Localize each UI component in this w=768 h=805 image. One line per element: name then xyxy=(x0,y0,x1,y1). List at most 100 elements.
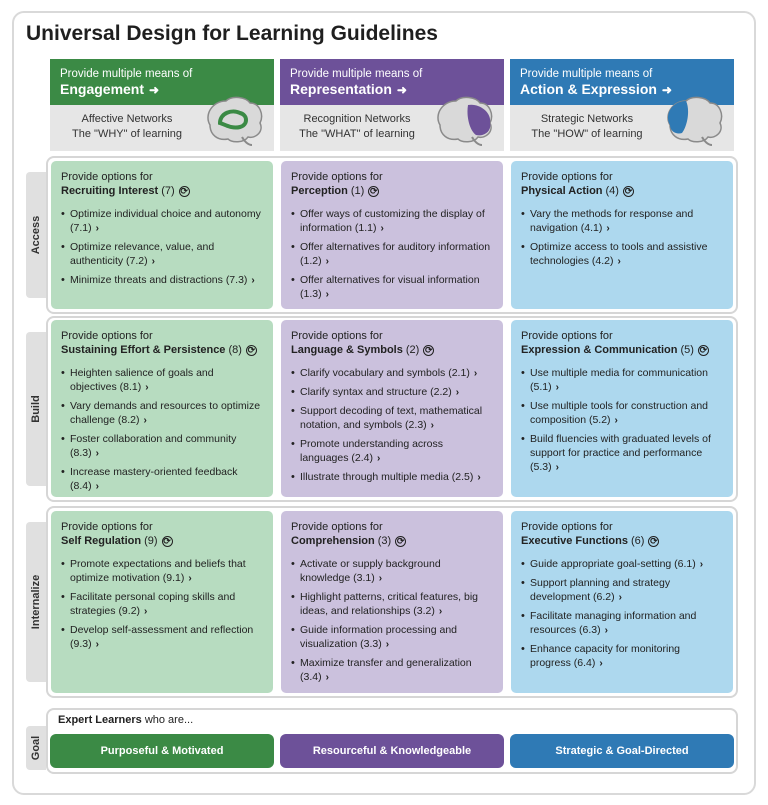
guideline-number: (2) xyxy=(405,344,420,356)
header-provide-text: Provide multiple means of xyxy=(520,68,653,80)
provide-options-text: Provide options for xyxy=(291,330,383,342)
provide-options-text: Provide options for xyxy=(61,521,153,533)
checkpoint-item[interactable]: Guide appropriate goal-setting (6.1)› xyxy=(521,557,723,572)
arrow-right-icon: ➜ xyxy=(149,83,160,97)
guideline-perception[interactable]: Provide options for Perception(1)⟳ Offer… xyxy=(281,161,503,309)
chevron-right-icon: › xyxy=(251,275,255,286)
checkpoint-item[interactable]: Offer alternatives for visual informatio… xyxy=(291,273,493,302)
chevron-right-icon: › xyxy=(430,420,434,431)
network-question: The "HOW" of learning xyxy=(531,128,643,140)
row-label-build: Build xyxy=(26,332,46,486)
goal-resourceful-knowledgeable[interactable]: Resourceful & Knowledgeable xyxy=(280,734,504,768)
checkpoint-item[interactable]: Activate or supply background knowledge … xyxy=(291,557,493,586)
checkpoint-item[interactable]: Offer alternatives for auditory informat… xyxy=(291,240,493,269)
guideline-self-regulation[interactable]: Provide options for Self Regulation(9)⟳ … xyxy=(51,511,273,693)
guideline-title: Sustaining Effort & Persistence xyxy=(61,344,226,356)
checkpoint-item[interactable]: Foster collaboration and community (8.3)… xyxy=(61,432,263,461)
header-name: Representation xyxy=(290,81,392,97)
header-name: Engagement xyxy=(60,81,145,97)
checkpoint-item[interactable]: Guide information processing and visuali… xyxy=(291,623,493,652)
guideline-number: (7) xyxy=(161,185,175,197)
checkpoint-item[interactable]: Vary the methods for response and naviga… xyxy=(521,207,723,236)
guideline-title: Expression & Communication xyxy=(521,344,678,356)
checkpoint-item[interactable]: Clarify syntax and structure (2.2)› xyxy=(291,385,493,400)
checkpoint-item[interactable]: Highlight patterns, critical features, b… xyxy=(291,590,493,619)
checkpoint-item[interactable]: Use multiple media for communication (5.… xyxy=(521,366,723,395)
chevron-right-icon: › xyxy=(143,415,147,426)
rotate-arrow-icon: ⟳ xyxy=(161,536,173,547)
guideline-number: (3) xyxy=(377,535,392,547)
guideline-executive-functions[interactable]: Provide options for Executive Functions(… xyxy=(511,511,733,693)
guideline-number: (4) xyxy=(605,185,619,197)
network-name: Affective Networks xyxy=(81,113,173,125)
guideline-title: Comprehension xyxy=(291,535,375,547)
checkpoint-item[interactable]: Minimize threats and distractions (7.3)› xyxy=(61,273,263,288)
chevron-right-icon: › xyxy=(473,368,478,379)
page-title: Universal Design for Learning Guidelines xyxy=(26,22,438,45)
chevron-right-icon: › xyxy=(618,592,622,603)
checkpoint-item[interactable]: Build fluencies with graduated levels of… xyxy=(521,432,723,475)
chevron-right-icon: › xyxy=(385,639,390,650)
checkpoint-item[interactable]: Increase mastery-oriented feedback (8.4)… xyxy=(61,465,263,494)
chevron-right-icon: › xyxy=(555,382,559,393)
checkpoint-item[interactable]: Optimize access to tools and assistive t… xyxy=(521,240,723,269)
checkpoint-item[interactable]: Support decoding of text, mathematical n… xyxy=(291,404,493,433)
checkpoint-item[interactable]: Optimize individual choice and autonomy … xyxy=(61,207,263,236)
checkpoint-item[interactable]: Illustrate through multiple media (2.5)› xyxy=(291,470,493,485)
checkpoint-item[interactable]: Enhance capacity for monitoring progress… xyxy=(521,642,723,671)
column-header-action-expression[interactable]: Provide multiple means of Action & Expre… xyxy=(510,59,734,151)
rotate-arrow-icon: ⟳ xyxy=(423,345,435,356)
guideline-sustaining-effort[interactable]: Provide options for Sustaining Effort & … xyxy=(51,320,273,497)
checkpoint-item[interactable]: Clarify vocabulary and symbols (2.1)› xyxy=(291,366,493,381)
checkpoint-item[interactable]: Facilitate personal coping skills and st… xyxy=(61,590,263,619)
chevron-right-icon: › xyxy=(144,606,148,617)
guideline-number: (6) xyxy=(630,535,645,547)
checkpoint-item[interactable]: Promote understanding across languages (… xyxy=(291,437,493,466)
guideline-number: (9) xyxy=(144,535,158,547)
chevron-right-icon: › xyxy=(188,573,192,584)
chevron-right-icon: › xyxy=(606,223,610,234)
rotate-arrow-icon: ⟳ xyxy=(368,186,380,197)
rotate-arrow-icon: ⟳ xyxy=(178,186,190,197)
checkpoint-item[interactable]: Promote expectations and beliefs that op… xyxy=(61,557,263,586)
guideline-recruiting-interest[interactable]: Provide options for Recruiting Interest(… xyxy=(51,161,273,309)
checkpoint-item[interactable]: Optimize relevance, value, and authentic… xyxy=(61,240,263,269)
chevron-right-icon: › xyxy=(699,559,704,570)
guideline-number: (1) xyxy=(350,185,365,197)
network-name: Strategic Networks xyxy=(540,113,634,125)
chevron-right-icon: › xyxy=(614,415,618,426)
chevron-right-icon: › xyxy=(455,387,460,398)
checkpoint-item[interactable]: Develop self-assessment and reflection (… xyxy=(61,623,263,652)
guideline-title: Self Regulation xyxy=(61,535,142,547)
checkpoint-item[interactable]: Heighten salience of goals and objective… xyxy=(61,366,263,395)
provide-options-text: Provide options for xyxy=(521,171,613,183)
guideline-expression-communication[interactable]: Provide options for Expression & Communi… xyxy=(511,320,733,497)
goal-strategic-goal-directed[interactable]: Strategic & Goal-Directed xyxy=(510,734,734,768)
column-header-representation[interactable]: Provide multiple means of Representation… xyxy=(280,59,504,151)
provide-options-text: Provide options for xyxy=(521,521,613,533)
guideline-language-symbols[interactable]: Provide options for Language & Symbols(2… xyxy=(281,320,503,497)
provide-options-text: Provide options for xyxy=(291,521,383,533)
goal-frame xyxy=(46,708,738,774)
guideline-title: Perception xyxy=(291,185,348,197)
guideline-comprehension[interactable]: Provide options for Comprehension(3)⟳ Ac… xyxy=(281,511,503,693)
goal-purposeful-motivated[interactable]: Purposeful & Motivated xyxy=(50,734,274,768)
guideline-physical-action[interactable]: Provide options for Physical Action(4)⟳ … xyxy=(511,161,733,309)
chevron-right-icon: › xyxy=(604,625,608,636)
brain-strategic-icon xyxy=(667,96,723,146)
row-label-internalize: Internalize xyxy=(26,522,46,682)
checkpoint-item[interactable]: Offer ways of customizing the display of… xyxy=(291,207,493,236)
chevron-right-icon: › xyxy=(599,658,603,669)
checkpoint-item[interactable]: Facilitate managing information and reso… xyxy=(521,609,723,638)
provide-options-text: Provide options for xyxy=(291,171,383,183)
checkpoint-item[interactable]: Maximize transfer and generalization (3.… xyxy=(291,656,493,685)
guideline-number: (5) xyxy=(680,344,694,356)
chevron-right-icon: › xyxy=(325,289,329,300)
rotate-arrow-icon: ⟳ xyxy=(648,536,660,547)
checkpoint-item[interactable]: Vary demands and resources to optimize c… xyxy=(61,399,263,428)
checkpoint-item[interactable]: Use multiple tools for construction and … xyxy=(521,399,723,428)
column-header-engagement[interactable]: Provide multiple means of Engagement➜ Af… xyxy=(50,59,274,151)
network-name: Recognition Networks xyxy=(303,113,411,125)
chevron-right-icon: › xyxy=(380,223,384,234)
checkpoint-item[interactable]: Support planning and strategy developmen… xyxy=(521,576,723,605)
